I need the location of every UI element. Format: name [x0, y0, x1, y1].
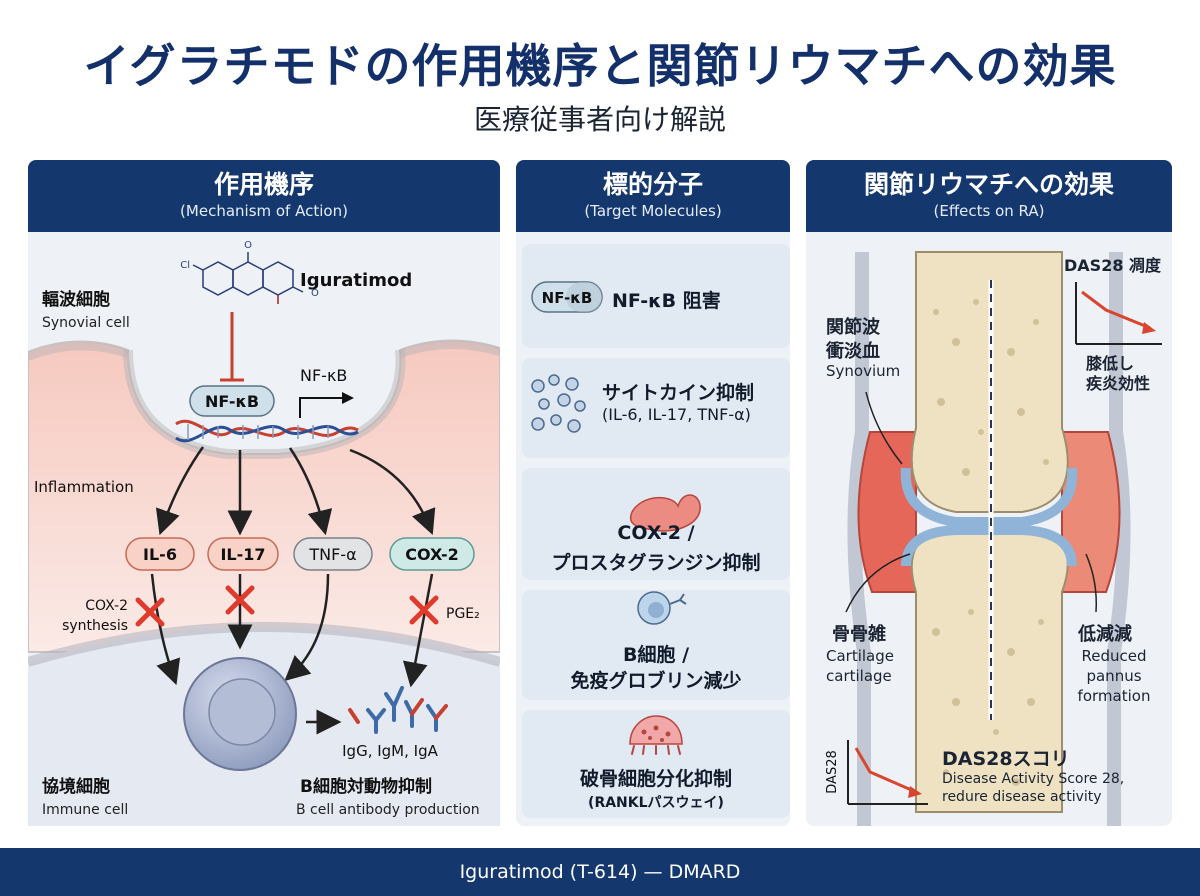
mediator-il17 [207, 537, 279, 571]
antibody-label: IgG, IgM, IgA [342, 742, 438, 760]
mediator-cox2-label: COX-2 [405, 545, 459, 564]
inflammation-label: Inflammation [34, 478, 134, 496]
pannus-en-label: Reduced pannus formation [1077, 647, 1151, 705]
targets-subtitle: (Target Molecules) [584, 202, 722, 220]
mediator-cox2 [389, 537, 475, 571]
target-cox2-line1: COX-2 / [617, 522, 695, 544]
nfkb-label: NF-κB [300, 366, 347, 385]
mechanism-subtitle: (Mechanism of Action) [180, 202, 348, 220]
target-osteoclast-line2: (RANKLパスウェイ) [588, 795, 724, 811]
target-icons: NF-κB [531, 281, 701, 755]
target-bcell-line1: B細胞 / [622, 644, 690, 666]
cox2-synthesis-label-1: COX-2 [85, 598, 128, 614]
nfkb-badge-label: NF-κB [542, 289, 593, 307]
page-title: イグラチモドの作用機序と関節リウマチへの効果 [83, 39, 1117, 93]
das28-mini-chart-top [1075, 282, 1162, 345]
effects-subtitle: (Effects on RA) [933, 202, 1045, 220]
mediator-il6-label: IL-6 [143, 545, 177, 564]
cox2-enzyme-icon [629, 494, 701, 532]
cartilage-en-label: Cartilage cartilage [826, 647, 894, 685]
target-nfkb-label: NF-κB 阻害 [612, 290, 721, 312]
drug-name: Iguratimod [300, 270, 412, 291]
effects-title: 関節リウマチへの効果 [863, 170, 1114, 199]
block-x-icon-1 [135, 597, 165, 627]
block-x-icon-2 [225, 585, 255, 615]
pannus-jp-label: 低減減 [1078, 624, 1132, 645]
low-activity-label: 膝低し 疾炎効性 [1086, 354, 1151, 393]
mechanism-diagram: Cl O O Iguratimod 輻波細胞 Synovial cell NF-… [28, 240, 500, 826]
mechanism-title: 作用機序 [213, 170, 314, 199]
target-cox2-line2: プロスタグランジン抑制 [551, 552, 761, 574]
mediator-il6 [125, 537, 195, 571]
mediator-il17-label: IL-17 [220, 545, 265, 564]
mechanism-header: 作用機序 (Mechanism of Action) [28, 160, 500, 232]
drug-atom-o2: O [311, 288, 319, 299]
cox2-synthesis-label-2: synthesis [62, 618, 128, 634]
joint-diagram: DAS28 [825, 251, 1162, 826]
das28-mini-chart-bottom [847, 740, 928, 805]
dna-helix-icon [175, 420, 359, 442]
targets-header: 標的分子 (Target Molecules) [516, 160, 790, 232]
drug-atom-o1: O [244, 240, 252, 251]
block-x-icon-3 [409, 595, 439, 625]
cytokine-dots-icon [531, 374, 586, 433]
target-cytokine-line1: サイトカイン抑制 [602, 382, 755, 404]
pge2-label: PGE₂ [446, 606, 480, 622]
immune-sublabel: Immune cell [42, 802, 128, 818]
das28-score-title: DAS28スコリ [942, 748, 1070, 770]
synovial-label: 輻波細胞 [42, 289, 110, 310]
mediator-tnfa [293, 537, 373, 571]
drug-atom-cl: Cl [180, 260, 190, 271]
nfkb-box-label: NF-κB [205, 392, 259, 411]
bcell-sublabel: B cell antibody production [296, 802, 480, 818]
das28-score-desc: Disease Activity Score 28, redure diseas… [942, 771, 1125, 805]
synovium-jp-label: 関節波 衝淡血 [826, 317, 880, 362]
synovial-sublabel: Synovial cell [42, 315, 130, 331]
target-cytokine-line2: (IL-6, IL-17, TNF-α) [602, 405, 751, 424]
target-card-cytokine [522, 358, 790, 458]
targets-title: 標的分子 [602, 170, 703, 199]
inflamed-synovium [857, 431, 917, 593]
effects-header: 関節リウマチへの効果 (Effects on RA) [806, 160, 1172, 232]
nfkb-box [189, 385, 275, 417]
footer-bar: Iguratimod (T-614) — DMARD [0, 848, 1200, 896]
bcell-label: B細胞対動物抑制 [300, 776, 432, 797]
target-osteoclast-line1: 破骨細胞分化抑制 [579, 768, 732, 790]
iguratimod-molecule-icon [192, 252, 304, 304]
antibody-icon [348, 686, 448, 734]
mediator-tnfa-label: TNF-α [308, 545, 356, 564]
page-subtitle: 医療従事者向け解説 [473, 103, 726, 136]
synovium-en-label: Synovium [826, 362, 901, 380]
target-bcell-line2: 免疫グロブリン減少 [570, 670, 742, 692]
immune-label: 協境細胞 [42, 776, 110, 797]
das28-top-label: DAS28 凋度 [1064, 256, 1162, 275]
cartilage-jp-label: 骨骨雑 [832, 624, 886, 645]
das28-axis-label: DAS28 [825, 750, 840, 793]
